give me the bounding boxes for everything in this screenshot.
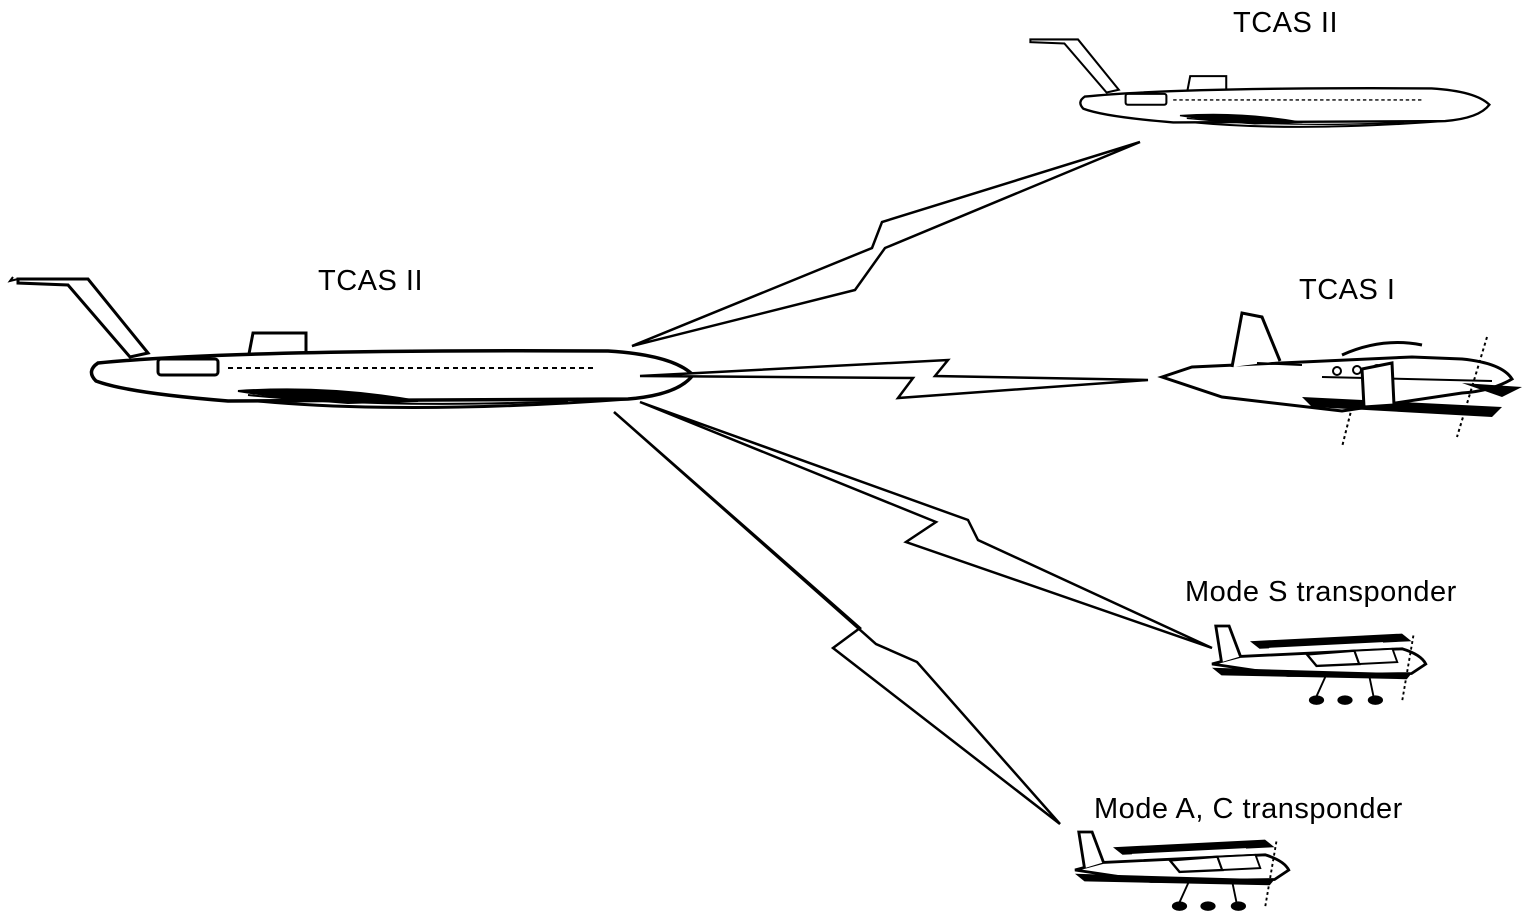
link-to-mode-s	[639, 400, 1213, 650]
mode-ac-label: Mode A, C transponder	[1094, 793, 1403, 825]
link-to-tcas-ii	[631, 140, 1141, 348]
target-aircraft-mode-s	[1210, 624, 1428, 707]
link-to-mode-ac	[613, 411, 1061, 825]
mode-s-label: Mode S transponder	[1185, 576, 1457, 608]
main-aircraft-label: TCAS II	[318, 265, 424, 297]
target-aircraft-tcas-i	[1160, 311, 1524, 449]
tcas-i-label: TCAS I	[1299, 274, 1396, 306]
main-aircraft-tcas-ii	[7, 276, 695, 410]
tcas-ii-label: TCAS II	[1233, 7, 1339, 39]
target-aircraft-mode-ac	[1073, 830, 1291, 913]
link-to-tcas-i	[639, 358, 1149, 400]
target-aircraft-tcas-ii	[1029, 38, 1491, 129]
